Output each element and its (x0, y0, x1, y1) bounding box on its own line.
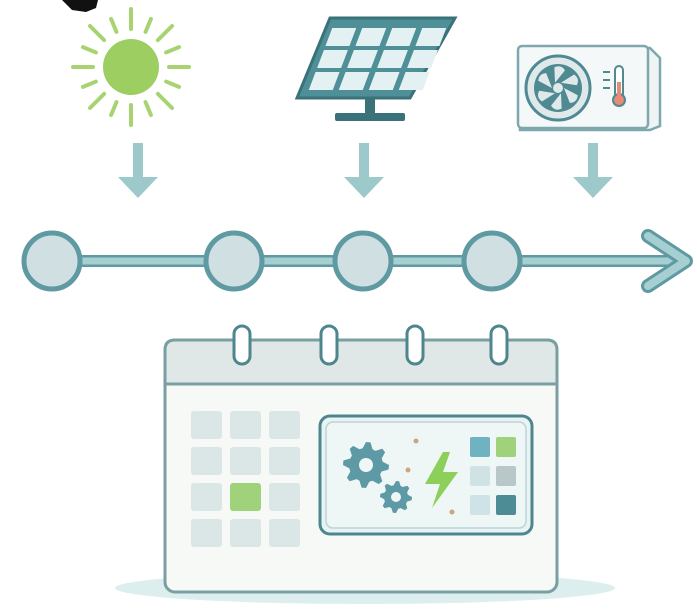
status-tile (496, 466, 516, 486)
fan-blade (561, 74, 578, 86)
cropped-glyph (62, 0, 98, 12)
solar-cell (347, 50, 378, 68)
calendar-ring (405, 324, 425, 366)
sun-ray (80, 79, 98, 89)
sun-ray (87, 23, 107, 43)
sun-ray (155, 23, 175, 43)
sun-ray (164, 79, 182, 89)
gear-icon (380, 481, 412, 513)
sun-ray (143, 100, 153, 118)
sun-ray (164, 45, 182, 55)
sun-ray (143, 16, 153, 34)
solar-cell (385, 28, 417, 46)
fan-blade (564, 88, 578, 103)
lightning-bolt-icon (425, 452, 458, 508)
status-tile (496, 437, 516, 457)
calendar-cell-highlighted (230, 483, 261, 511)
status-dots (405, 438, 455, 515)
status-tiles (470, 437, 516, 515)
sun-ray (109, 16, 119, 34)
solar-cell (325, 28, 357, 46)
calendar-cell (269, 411, 300, 439)
gear-icon (343, 442, 389, 488)
timeline-node (461, 230, 523, 292)
sun-ray (80, 45, 98, 55)
sun-ray (109, 100, 119, 118)
calendar-cell (191, 519, 222, 547)
thermometer-icon (603, 65, 626, 107)
sun-ray (155, 91, 175, 111)
calendar-ring (232, 324, 252, 366)
solar-cell (338, 72, 370, 90)
calendar-icon (115, 324, 615, 604)
calendar-ring (489, 324, 509, 366)
down-arrow-shaft (133, 143, 143, 179)
calendar-cell (230, 447, 261, 475)
fan-blade (538, 90, 555, 102)
timeline-node (332, 230, 394, 292)
timeline (21, 229, 693, 293)
solar-cell (377, 50, 408, 68)
solar-cell (398, 72, 430, 90)
calendar-cell (269, 519, 300, 547)
calendar-ring (319, 324, 339, 366)
down-arrow-head (344, 177, 384, 198)
solar-cell (355, 28, 387, 46)
status-tile (470, 495, 490, 515)
heat-pump-icon (516, 44, 662, 132)
control-panel-screen (318, 414, 534, 536)
down-arrows (118, 143, 613, 198)
sun-ray (87, 91, 107, 111)
solar-cell (407, 50, 438, 68)
fan-blade (554, 66, 565, 83)
solar-cell (308, 72, 340, 90)
solar-cell (317, 50, 348, 68)
status-tile (470, 437, 490, 457)
solar-cell (415, 28, 447, 46)
down-arrow-head (118, 177, 158, 198)
status-tile (496, 495, 516, 515)
calendar-cell (191, 447, 222, 475)
solar-panel-icon (294, 16, 458, 121)
down-arrow-head (573, 177, 613, 198)
down-arrow-shaft (588, 143, 598, 179)
down-arrow-shaft (359, 143, 369, 179)
calendar-cell (230, 519, 261, 547)
fan-blade (551, 93, 562, 110)
calendar-cell (191, 411, 222, 439)
status-tile (470, 466, 490, 486)
sun-icon (71, 7, 191, 127)
timeline-node (203, 230, 265, 292)
calendar-date-grid (191, 411, 300, 547)
calendar-cell (191, 483, 222, 511)
fan-blade (538, 73, 552, 88)
calendar-cell (230, 411, 261, 439)
solar-cell (368, 72, 400, 90)
timeline-node (21, 230, 83, 292)
calendar-cell (269, 483, 300, 511)
calendar-cell (269, 447, 300, 475)
